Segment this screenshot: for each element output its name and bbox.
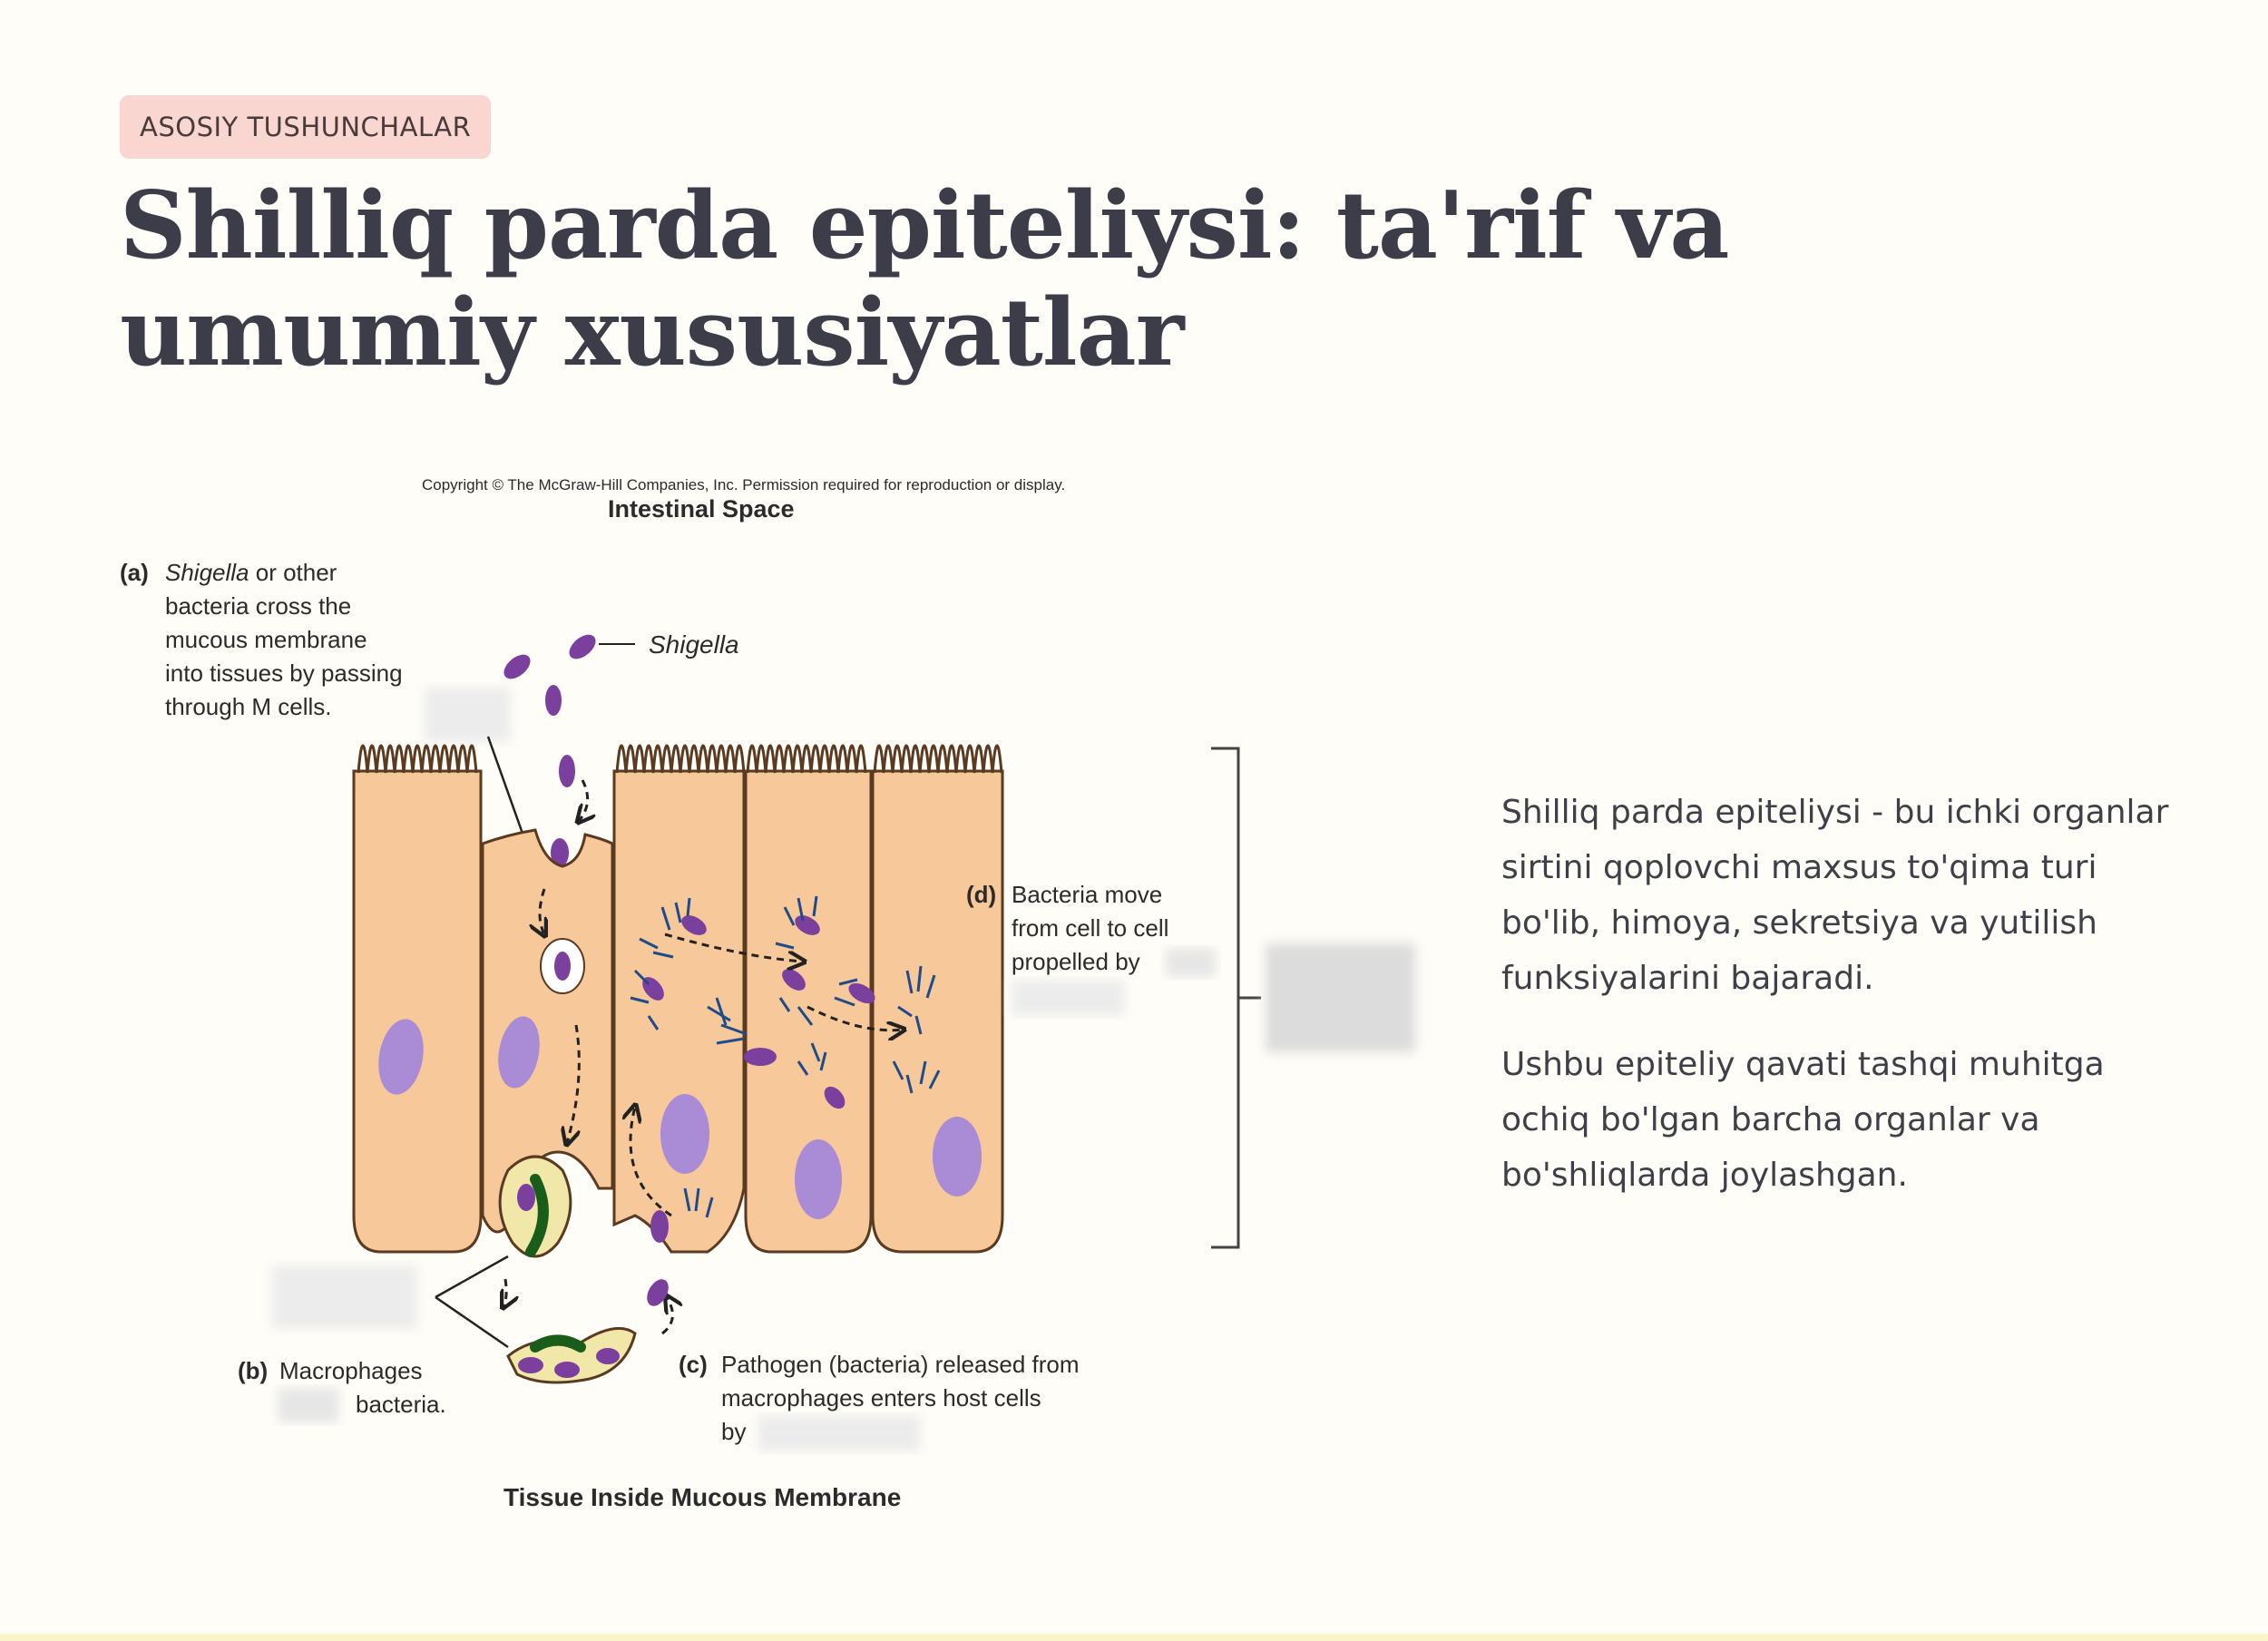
svg-text:mucous membrane: mucous membrane: [165, 626, 367, 653]
cell-nuclei: [378, 1016, 982, 1219]
svg-text:Bacteria move: Bacteria move: [1012, 881, 1162, 908]
bottom-bar: [0, 1634, 2268, 1641]
copyright-note: Copyright © The McGraw-Hill Companies, I…: [422, 476, 1065, 493]
svg-text:propelled by: propelled by: [1012, 948, 1140, 975]
microvilli: [357, 744, 1003, 774]
svg-text:bacteria cross the: bacteria cross the: [165, 592, 351, 620]
actin-tails: [630, 895, 941, 1218]
svg-text:by: by: [721, 1418, 746, 1445]
svg-text:Pathogen (bacteria) released f: Pathogen (bacteria) released from: [721, 1351, 1080, 1378]
svg-text:through M cells.: through M cells.: [165, 693, 332, 720]
svg-text:macrophages enters host cells: macrophages enters host cells: [721, 1384, 1041, 1411]
svg-text:bacteria.: bacteria.: [356, 1391, 446, 1418]
label-d: (d) Bacteria move from cell to cell prop…: [966, 881, 1216, 1016]
label-a: (a) Shigella or other bacteria cross the…: [120, 559, 403, 720]
released-bacteria: [647, 1210, 669, 1306]
label-b: (b) Macrophages bacteria.: [238, 1357, 446, 1422]
macrophage: [498, 1155, 637, 1384]
shigella-label: Shigella: [649, 630, 739, 659]
svg-text:Macrophages: Macrophages: [279, 1357, 423, 1384]
tissue-label: Tissue Inside Mucous Membrane: [503, 1483, 901, 1511]
description-paragraph-1: Shilliq parda epiteliysi - bu ichki orga…: [1501, 794, 2169, 997]
label-c: (c) Pathogen (bacteria) released from ma…: [679, 1351, 1080, 1451]
svg-text:(c): (c): [679, 1351, 708, 1378]
category-badge: ASOSIY TUSHUNCHALAR: [120, 95, 492, 159]
bracket: [1211, 747, 1261, 1249]
svg-text:(d): (d): [966, 881, 996, 908]
svg-text:Shigella or other: Shigella or other: [165, 559, 337, 586]
description-paragraph-2: Ushbu epiteliy qavati tashqi muhitga och…: [1501, 1046, 2105, 1194]
svg-text:from cell to cell: from cell to cell: [1012, 914, 1168, 942]
page-title: Shilliq parda epiteliysi: ta'rif va umum…: [120, 171, 1729, 387]
redacted-blank: [1266, 943, 1415, 1052]
svg-text:into tissues by passing: into tissues by passing: [165, 659, 403, 687]
svg-text:(b): (b): [238, 1357, 268, 1384]
svg-text:(a): (a): [120, 559, 149, 586]
shigella-diagram: Copyright © The McGraw-Hill Companies, I…: [109, 463, 1452, 1551]
redacted-blank: [425, 688, 511, 742]
redacted-blank: [272, 1265, 417, 1329]
bacteria-entering: [503, 634, 596, 867]
description: Shilliq parda epiteliysi - bu ichki orga…: [1501, 785, 2191, 1234]
intestinal-space-label: Intestinal Space: [608, 495, 795, 523]
